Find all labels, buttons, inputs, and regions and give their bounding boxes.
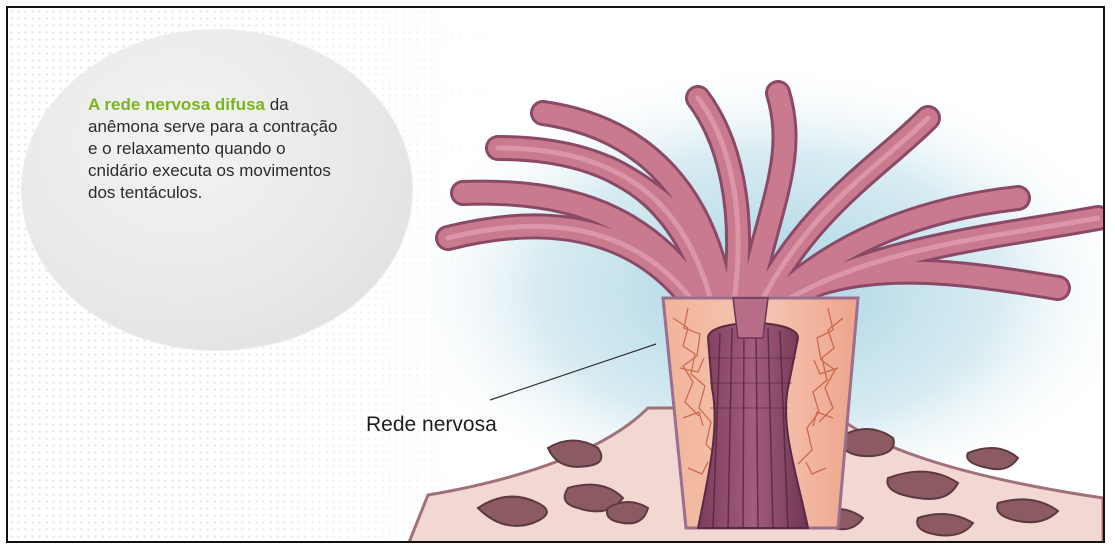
- info-caption: A rede nervosa difusa da anêmona serve p…: [88, 94, 348, 204]
- pharynx: [733, 298, 768, 338]
- caption-highlight: A rede nervosa difusa: [88, 95, 265, 114]
- figure-frame: A rede nervosa difusa da anêmona serve p…: [6, 6, 1105, 543]
- rede-nervosa-label: Rede nervosa: [366, 413, 497, 437]
